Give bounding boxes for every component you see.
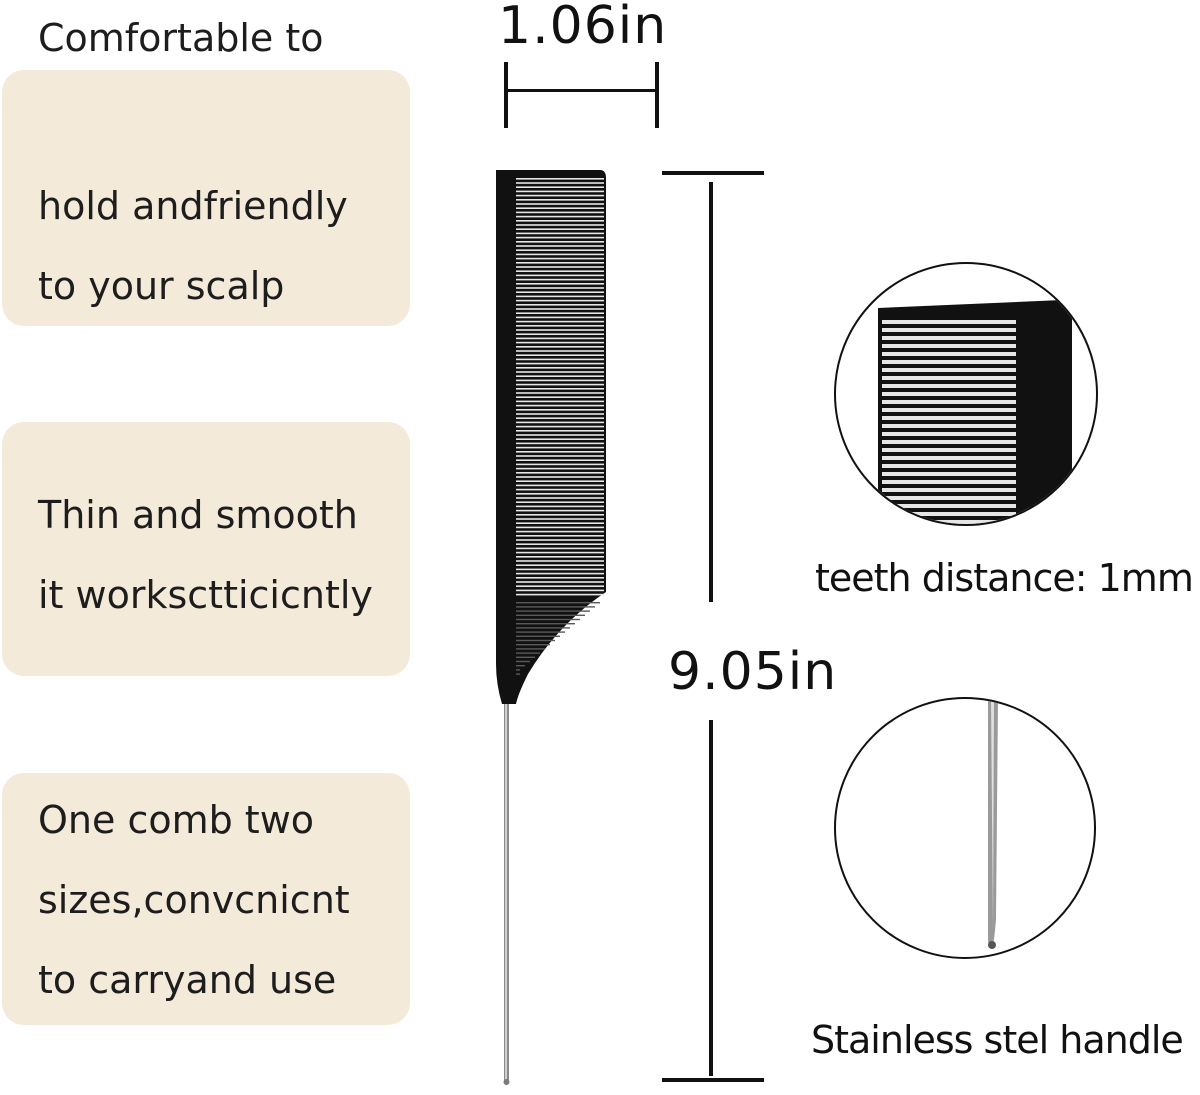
pin-closeup xyxy=(988,699,998,949)
handle-caption: Stainless stel handle xyxy=(811,1018,1184,1062)
teeth-closeup xyxy=(878,300,1072,524)
width-bracket-right xyxy=(655,62,659,128)
teeth-detail-circle xyxy=(834,262,1098,526)
feature-line: to your scalp xyxy=(38,264,285,308)
feature-line: One comb two xyxy=(38,798,315,842)
width-bracket-left xyxy=(504,62,508,128)
feature-card-comfort: Comfortable to hold andfriendly to your … xyxy=(2,16,410,326)
length-dimension-label: 9.05in xyxy=(668,642,838,702)
comb-teeth xyxy=(516,178,604,596)
feature-line: Comfortable to xyxy=(38,16,324,60)
width-bracket-line xyxy=(506,89,656,92)
length-line-upper xyxy=(709,182,713,602)
feature-card-two-sizes: One comb two sizes,convcnicnt to carryan… xyxy=(2,773,410,1025)
feature-line: hold andfriendly xyxy=(38,184,348,228)
feature-line: Thin and smooth xyxy=(38,493,358,537)
feature-line: sizes,convcnicnt xyxy=(38,878,350,922)
width-dimension-label: 1.06in xyxy=(498,0,668,56)
length-bracket-bottom xyxy=(662,1078,764,1082)
teeth-caption: teeth distance: 1mm xyxy=(815,556,1194,600)
feature-card-smooth: Thin and smooth it worksctticicntly xyxy=(2,422,410,676)
length-bracket-top xyxy=(662,171,764,175)
comb-tail-teeth xyxy=(516,602,600,675)
length-line-lower xyxy=(709,720,713,1076)
feature-line: to carryand use xyxy=(38,958,337,1002)
rat-tail-comb xyxy=(496,170,606,1085)
feature-line: it worksctticicntly xyxy=(38,573,373,617)
handle-detail-circle xyxy=(834,697,1096,959)
